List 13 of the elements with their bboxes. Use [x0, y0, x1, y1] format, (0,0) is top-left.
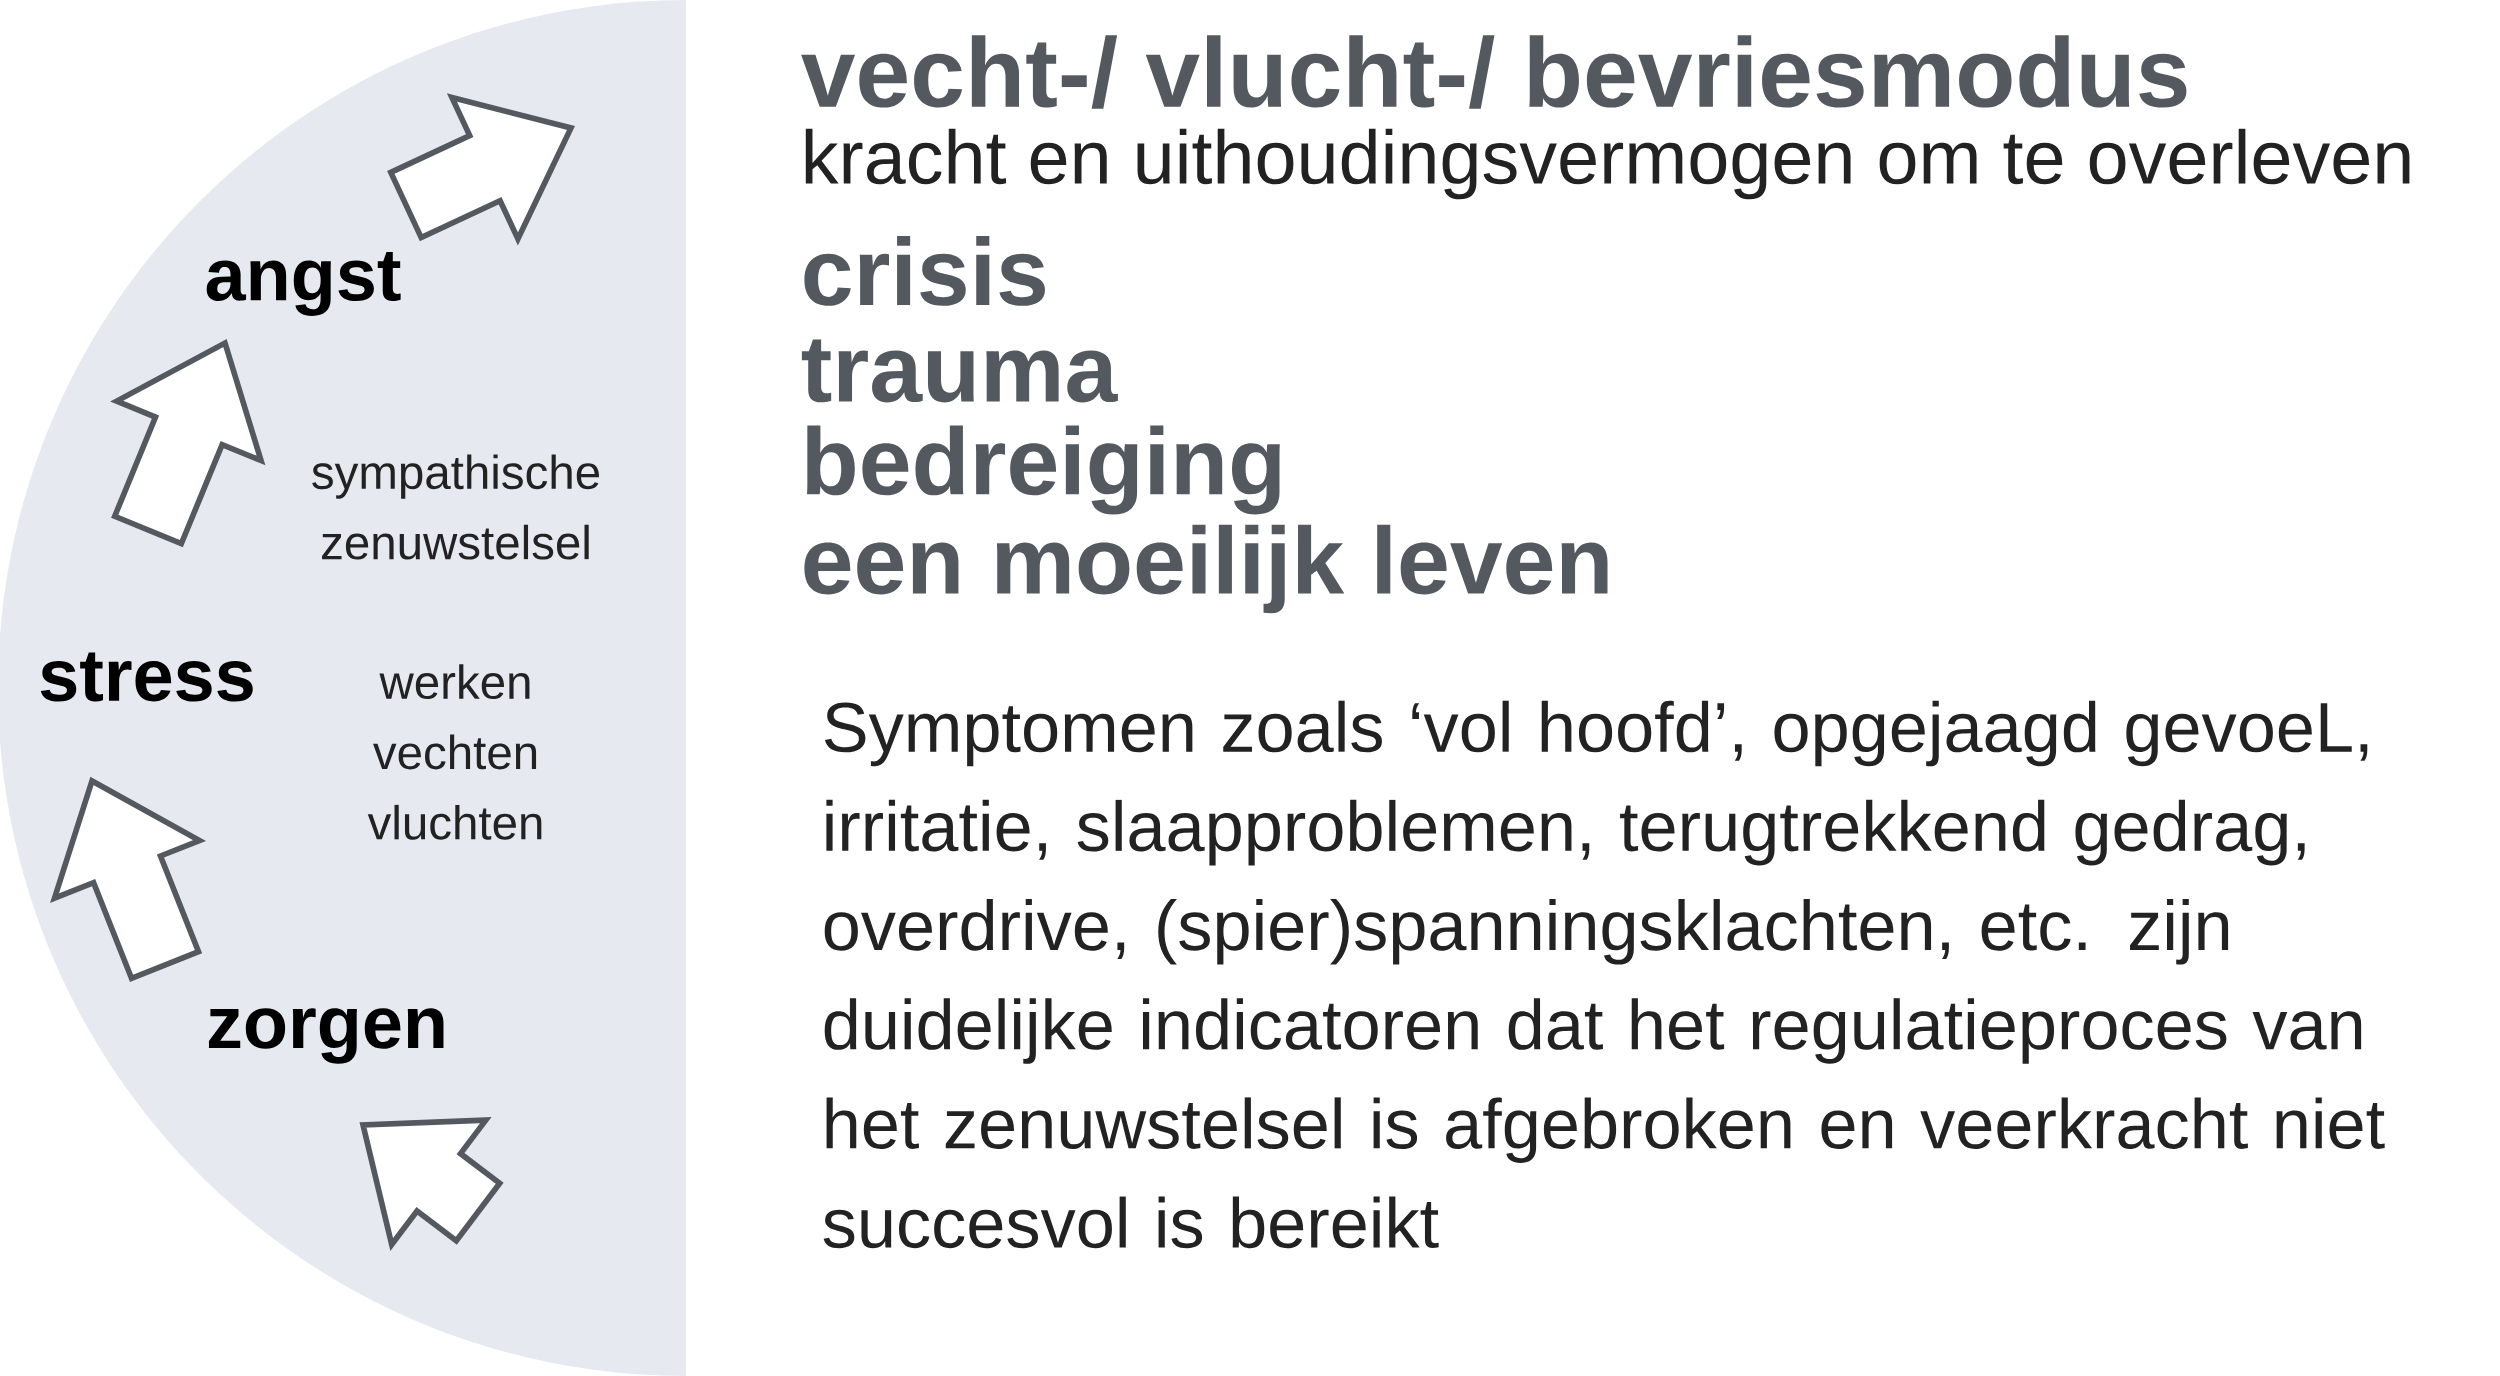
keyword: bedreiging: [807, 425, 1280, 515]
word-label: stress: [40, 652, 253, 702]
keyword: een moeilijk leven: [804, 524, 1608, 614]
subheading: kracht en uithoudingsvermogen om te overleven: [805, 128, 2410, 200]
side-note: werken vechten vluchten: [367, 664, 542, 840]
block-arrow: [50, 776, 207, 982]
paragraph: Symptomen zoals ‘vol hoofd’, opgejaagd gevoeL, irritatie, slaapproblemen, terugtrekkend gedrag, overdrive, (spier)spanningsklachten, etc. zijn duidelijke indicatoren dat het regulatieproces van het zenuwstelsel is afgebroken en veerkracht niet succesvol is bereikt: [823, 700, 2385, 1249]
heading: vecht-/ vlucht-/ bevriesmodus: [801, 35, 2187, 109]
keyword: crisis: [804, 236, 1045, 306]
side-note: sympathische zenuwstelsel: [312, 454, 599, 560]
keyword: trauma: [801, 339, 1118, 403]
word-label: zorgen: [208, 1008, 444, 1064]
word-label: angst: [206, 252, 401, 316]
